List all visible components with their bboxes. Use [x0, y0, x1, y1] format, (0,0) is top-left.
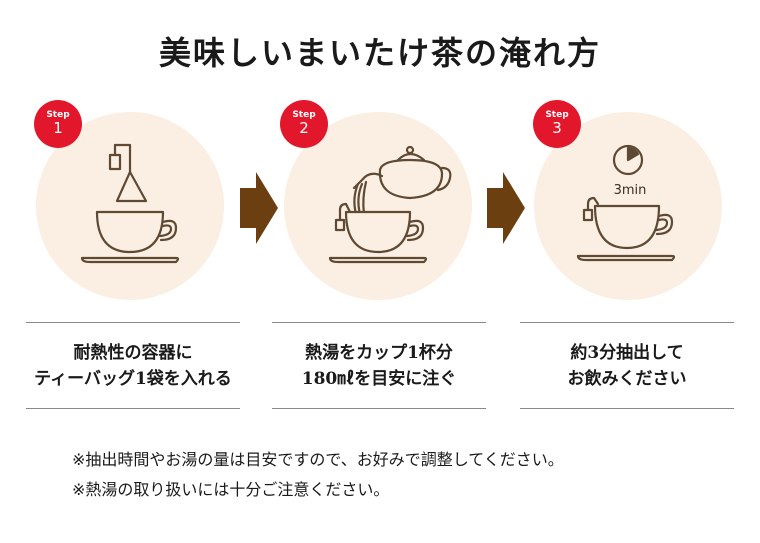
step-3-description: 約3分抽出して お飲みください — [520, 322, 734, 409]
timer-text: 3min — [614, 183, 647, 198]
notes: ※抽出時間やお湯の量は目安ですので、お好みで調整してください。 ※熱湯の取り扱い… — [72, 445, 564, 505]
step-3-badge: Step 3 — [533, 100, 581, 148]
timer-cup-icon: 3min — [576, 144, 676, 262]
step-2-number: 2 — [299, 119, 309, 137]
step-2-description: 熱湯をカップ1杯分 180㎖を目安に注ぐ — [272, 322, 486, 409]
step-2-line2: 180㎖を目安に注ぐ — [301, 368, 457, 389]
step-3-line2: お飲みください — [567, 368, 687, 389]
step-3-number: 3 — [552, 119, 562, 137]
page-title: 美味しいまいたけ茶の淹れ方 — [158, 34, 601, 72]
note-1: ※抽出時間やお湯の量は目安ですので、お好みで調整してください。 — [72, 450, 564, 469]
step-2-label: Step — [292, 110, 316, 120]
arrow-icon — [487, 172, 525, 244]
step-1-line1: 耐熱性の容器に — [73, 342, 193, 363]
tea-bag-into-cup-icon — [80, 143, 180, 264]
step-1-line2: ティーバッグ1袋を入れる — [34, 368, 232, 389]
arrow-icon — [240, 172, 278, 244]
step-2-line1: 熱湯をカップ1杯分 — [305, 342, 453, 363]
step-2-badge: Step 2 — [280, 100, 328, 148]
step-1-description: 耐熱性の容器に ティーバッグ1袋を入れる — [26, 322, 240, 409]
step-1-badge: Step 1 — [34, 100, 82, 148]
step-1-number: 1 — [53, 119, 63, 137]
step-3-line1: 約3分抽出して — [570, 342, 684, 363]
note-2: ※熱湯の取り扱いには十分ご注意ください。 — [72, 480, 390, 499]
teapot-pouring-icon — [328, 145, 452, 264]
step-1-label: Step — [46, 110, 70, 120]
step-3-label: Step — [545, 110, 569, 120]
